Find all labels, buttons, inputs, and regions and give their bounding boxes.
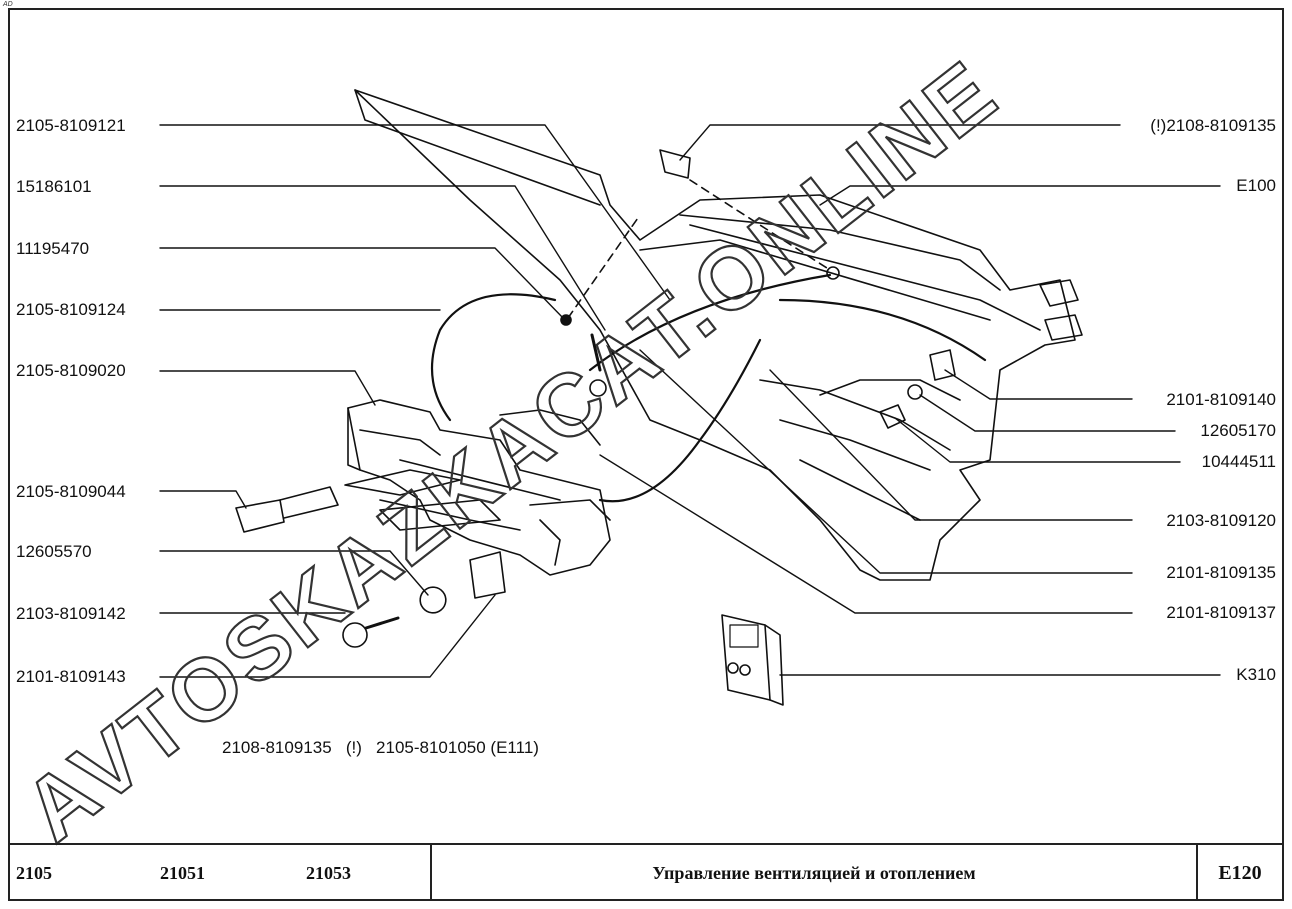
model-code: 2105 (16, 863, 52, 883)
drawing-frame (8, 8, 1284, 901)
compatibility-note: 2108-8109135 (!) 2105-8101050 (E111) (222, 738, 539, 757)
label-right-6: 2103-8109120 (1166, 511, 1276, 530)
label-right-4: 12605170 (1200, 421, 1276, 440)
label-right-1: (!)2108-8109135 (1150, 116, 1276, 135)
label-right-5: 10444511 (1201, 452, 1276, 471)
label-left-2: 15186101 (16, 177, 92, 196)
model-list: 2105 21051 21053 (8, 845, 432, 901)
cable-right (778, 298, 987, 362)
label-left-7: 12605570 (16, 542, 92, 561)
label-left-8: 2103-8109142 (16, 604, 126, 623)
model-code: 21051 (160, 863, 205, 883)
label-right-3: 2101-8109140 (1166, 390, 1276, 409)
label-left-1: 2105-8109121 (16, 116, 126, 135)
corner-mark: AD (3, 1, 13, 8)
label-left-5: 2105-8109020 (16, 361, 126, 380)
label-left-9: 2101-8109143 (16, 667, 126, 686)
title-block: 2105 21051 21053 Управление вентиляцией … (8, 843, 1284, 901)
knob-part (235, 499, 285, 533)
model-code: 21053 (306, 863, 351, 883)
label-left-3: 11195470 (16, 239, 90, 258)
label-right-2: E100 (1236, 176, 1276, 195)
label-right-7: 2101-8109135 (1166, 563, 1276, 582)
label-right-8: 2101-8109137 (1166, 603, 1276, 622)
label-right-9: K310 (1236, 665, 1276, 684)
cable-left (430, 293, 557, 422)
label-left-4: 2105-8109124 (16, 300, 126, 319)
cable-lower (598, 338, 762, 503)
dashboard-panel (354, 89, 1076, 581)
heater-control-unit (347, 399, 611, 576)
section-title: Управление вентиляцией и отоплением (432, 845, 1198, 901)
bracket-part (659, 149, 691, 179)
label-left-6: 2105-8109044 (16, 482, 126, 501)
cable-upper (588, 273, 832, 372)
section-code: E120 (1218, 861, 1262, 884)
